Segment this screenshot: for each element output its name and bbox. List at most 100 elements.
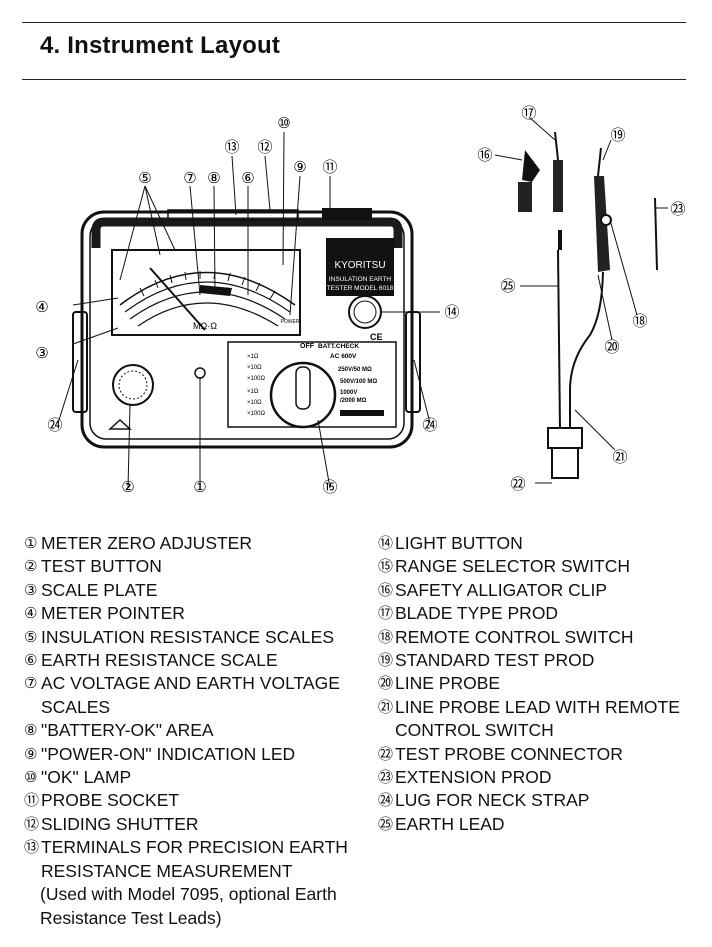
range-selector-knob[interactable] [295,366,311,410]
part-number: ⑦ [24,674,38,693]
part-number: ㉕ [378,814,394,833]
callout-24-right: ㉔ [422,416,437,434]
ac-range-label: AC 600V [330,353,357,360]
part-number: ㉔ [378,791,394,810]
part-name: EXTENSION PROD [395,767,552,788]
callout-6: ⑥ [241,169,254,187]
callout-20: ⑳ [604,338,619,356]
test-button-grip [118,370,148,400]
part-name: METER POINTER [41,603,185,624]
part-name: "OK" LAMP [41,767,132,788]
callout-2: ② [121,478,134,496]
remote-control-switch[interactable] [600,214,612,226]
scale-arc-4 [137,302,279,327]
scale-ticks [139,270,276,300]
page-title: 4. Instrument Layout [40,32,281,59]
meter-pointer [149,267,206,331]
part-name: BLADE TYPE PROD [395,603,559,624]
range-selector-switch[interactable] [269,361,337,429]
sliding-shutter [167,209,299,221]
ohm-range-4: ×1Ω [247,389,259,395]
ohm-range-2: ×10Ω [247,365,262,371]
warning-triangle-icon [108,418,132,430]
line-probe-lead [569,271,604,430]
power-label: POWER [281,319,300,325]
part-number: ⑰ [378,604,394,623]
part-number: ⑨ [24,744,38,763]
callout-5: ⑤ [138,169,151,187]
part-number: ⑥ [24,651,38,670]
left-strap-lug [72,311,88,413]
part-name: SLIDING SHUTTER [41,813,199,834]
list-item: ⑧"BATTERY-OK" AREA [24,719,364,742]
part-number: ㉑ [378,697,394,716]
callout-10: ⑩ [277,114,290,132]
off-label: OFF [300,343,315,350]
ohm-range-6: ×100Ω [247,411,266,417]
callout-12: ⑫ [257,138,272,156]
part-number: ⑳ [378,674,394,693]
ohm-range-5: ×10Ω [247,400,262,406]
callout-25: ㉕ [500,277,515,295]
callout-1: ① [193,478,206,496]
callout-4: ④ [35,298,48,316]
top-band [91,217,403,248]
callout-18: ⑱ [632,312,647,330]
part-number: ⑱ [378,627,394,646]
meter-window [111,249,301,336]
ohm-range-1: ×1Ω [247,354,259,360]
callout-7: ⑦ [183,169,196,187]
callout-11: ⑪ [322,158,337,176]
part-name: EARTH LEAD [395,813,505,834]
meter-zero-adjuster[interactable] [194,367,206,379]
list-item: ⑩"OK" LAMP [24,766,364,789]
part-number: ⑩ [24,768,38,787]
alligator-clip-grip [518,182,532,212]
part-name: RANGE SELECTOR SWITCH [395,556,630,577]
part-number: ㉒ [378,744,394,763]
part-name: PROBE SOCKET [41,790,180,811]
part-name: SAFETY ALLIGATOR CLIP [395,579,608,600]
part-number: ④ [24,604,38,623]
part-name: INSULATION RESISTANCE SCALES [41,626,335,647]
instrument-diagram: KYORITSU INSULATION EARTH TESTER MODEL 6… [35,104,685,496]
part-number: ② [24,557,38,576]
part-name: TEST BUTTON [41,556,162,577]
earth-lead [557,249,561,431]
part-number: ⑧ [24,721,38,740]
battery-ok-area [200,285,232,296]
part-name: STANDARD TEST PROD [395,650,595,671]
callout-9: ⑨ [293,158,306,176]
part-name: EARTH RESISTANCE SCALE [41,650,278,671]
callout-23: ㉓ [670,200,685,218]
callout-3: ③ [35,344,48,362]
callout-21: ㉑ [612,448,627,466]
brand-name: KYORITSU [334,260,385,271]
test-button[interactable] [112,364,154,406]
part-name: TEST PROBE CONNECTOR [395,743,623,764]
model-line-1: INSULATION EARTH [329,276,392,283]
part-number: ⑫ [24,814,40,833]
part-name: LINE PROBE [395,673,501,694]
title-rule [22,79,686,80]
part-number: ③ [24,580,38,599]
part-number: ⑲ [378,651,394,670]
part-number: ⑯ [378,580,394,599]
